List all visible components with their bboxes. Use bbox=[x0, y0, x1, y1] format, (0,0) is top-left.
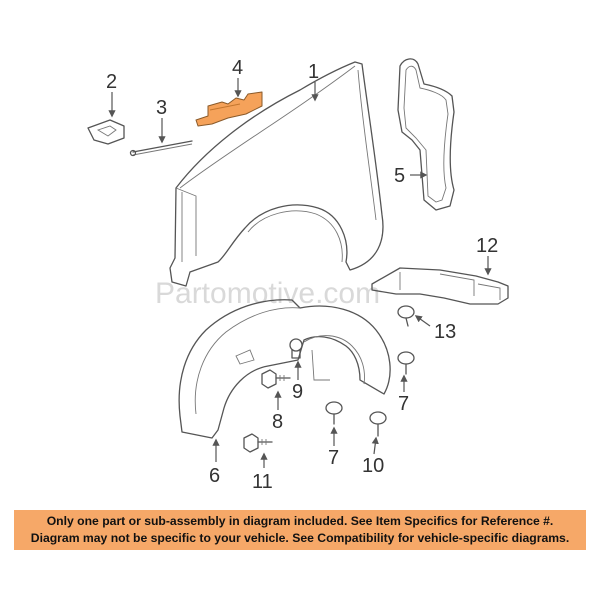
callout-2: 2 bbox=[106, 71, 117, 93]
clip-part bbox=[87, 119, 125, 145]
liner-part bbox=[178, 299, 391, 439]
callout-5: 5 bbox=[394, 165, 405, 187]
callout-7b: 7 bbox=[328, 447, 339, 469]
watermark-text: Partomotive.com bbox=[155, 277, 380, 310]
callout-10: 10 bbox=[362, 455, 384, 477]
callout-1: 1 bbox=[308, 61, 319, 83]
leader-lines bbox=[108, 78, 492, 468]
shield-part bbox=[371, 267, 509, 305]
callout-6: 6 bbox=[209, 465, 220, 487]
disclaimer-line-1: Only one part or sub-assembly in diagram… bbox=[46, 514, 554, 528]
callout-9: 9 bbox=[292, 381, 303, 403]
fastener-9 bbox=[289, 338, 303, 359]
callout-4: 4 bbox=[232, 57, 243, 79]
callout-8: 8 bbox=[272, 411, 283, 433]
callout-12: 12 bbox=[476, 235, 498, 257]
bracket-part-highlighted bbox=[195, 91, 263, 127]
disclaimer-line-2: Diagram may not be specific to your vehi… bbox=[30, 531, 570, 545]
seal-part bbox=[397, 58, 455, 211]
fender-part bbox=[169, 61, 384, 287]
disclaimer-banner: Only one part or sub-assembly in diagram… bbox=[14, 510, 586, 550]
fastener-13-pushpin bbox=[397, 305, 415, 327]
callout-3: 3 bbox=[156, 97, 167, 119]
fastener-7a-pushpin bbox=[397, 351, 415, 375]
fastener-10-pushpin bbox=[369, 411, 387, 437]
rod-part bbox=[129, 140, 193, 157]
callout-7a: 7 bbox=[398, 393, 409, 415]
fastener-11-bolt bbox=[243, 433, 273, 453]
callout-13: 13 bbox=[434, 321, 456, 343]
fastener-8-bolt bbox=[261, 369, 291, 389]
fastener-7b-pushpin bbox=[325, 401, 343, 425]
callout-11: 11 bbox=[252, 471, 273, 493]
